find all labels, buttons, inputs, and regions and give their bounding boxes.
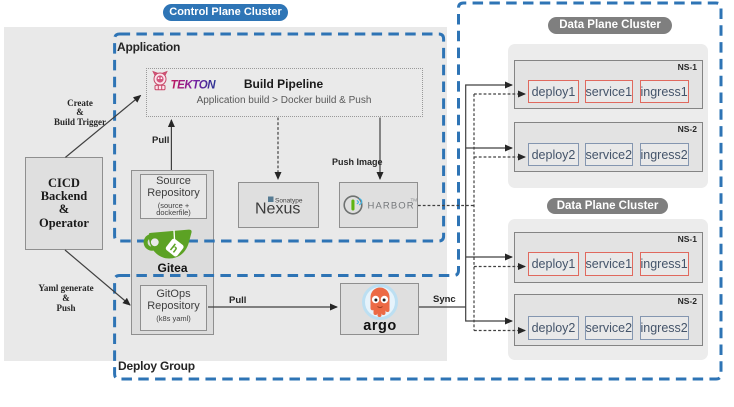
svg-text:TM: TM [411, 198, 418, 203]
svg-text:Sonatype: Sonatype [275, 198, 303, 205]
svg-text:Nexus: Nexus [255, 201, 300, 218]
svg-text:argo: argo [363, 318, 396, 334]
svg-text:HARBOR: HARBOR [368, 201, 415, 212]
svg-text:TEKTON: TEKTON [171, 80, 217, 92]
